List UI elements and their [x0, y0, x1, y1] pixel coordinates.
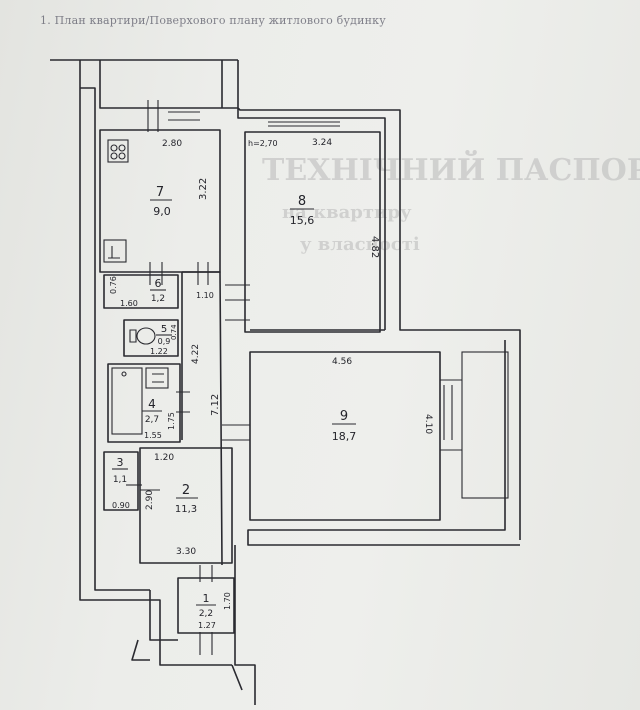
room-1 — [177, 565, 235, 655]
room-9-number: 9 — [340, 409, 348, 424]
room-4-number: 4 — [148, 397, 156, 411]
room-9-area: 18,7 — [332, 430, 357, 443]
room-7-number: 7 — [156, 185, 164, 200]
room-1-labels: 1 2,2 1.70 1.27 — [196, 592, 232, 630]
room-7-width: 2.80 — [162, 139, 182, 149]
bleed-through-text: ТЕХНІЧНИЙ ПАСПОРТ на квартиру у власност… — [262, 150, 640, 255]
room-2-labels: 2 11,3 1.20 2.90 3.30 4.22 7.12 — [145, 344, 221, 557]
room-8-number: 8 — [298, 194, 306, 209]
room-8-length: 4.82 — [369, 236, 380, 258]
room-8 — [225, 117, 381, 333]
corridor-length: 4.22 — [191, 344, 201, 364]
room-8-width: 3.24 — [312, 138, 332, 148]
room-2-width-bottom: 3.30 — [176, 547, 196, 557]
room-5-area: 0,9 — [158, 337, 171, 346]
room-2 — [139, 447, 233, 564]
room-5-number: 5 — [161, 324, 167, 335]
room-4-length: 1.55 — [144, 431, 162, 440]
room-7-area: 9,0 — [153, 205, 171, 218]
room-6-labels: 6 1,2 0.76 1.60 1.10 — [109, 276, 214, 308]
room-7 — [99, 100, 221, 273]
room-4-width: 1.75 — [167, 412, 176, 430]
room-6-width: 0.76 — [109, 276, 118, 294]
room-9 — [222, 351, 509, 521]
room-6 — [103, 262, 209, 309]
room-4 — [107, 363, 190, 443]
room-2-area: 11,3 — [175, 504, 197, 515]
room-9-labels: 9 18,7 4.56 4.10 — [332, 357, 433, 443]
room-1-width: 1.27 — [198, 621, 216, 630]
room-5-labels: 5 0,9 0.74 1.22 — [150, 324, 178, 356]
room-9-length: 4.10 — [423, 414, 433, 434]
room-7-labels: 7 9,0 2.80 3.22 — [150, 139, 209, 218]
corridor-width: 1.10 — [196, 291, 214, 300]
room-3-area: 1,1 — [113, 475, 127, 485]
room-6-length: 1.60 — [120, 299, 138, 308]
room-5 — [123, 319, 179, 357]
room-5-width: 0.74 — [170, 324, 178, 340]
room-1-area: 2,2 — [199, 609, 213, 619]
room-1-number: 1 — [203, 592, 210, 605]
room-6-number: 6 — [155, 277, 162, 290]
room-9-width: 4.56 — [332, 357, 352, 367]
room-8-height: h=2,70 — [248, 139, 278, 148]
room-2-width-top: 1.20 — [154, 453, 174, 463]
room-3-labels: 3 1,1 0.90 — [112, 456, 130, 510]
room-2-length: 2.90 — [145, 490, 155, 510]
room-6-area: 1,2 — [151, 294, 165, 304]
room-8-area: 15,6 — [290, 214, 315, 227]
header-caption: 1. План квартири/Поверхового плану житло… — [40, 14, 386, 27]
room-7-length: 3.22 — [198, 178, 209, 200]
room-1-length: 1.70 — [223, 592, 232, 610]
bleed-line-1: ТЕХНІЧНИЙ ПАСПОРТ — [262, 150, 640, 188]
bleed-line-3: у власності — [300, 234, 420, 255]
room-5-length: 1.22 — [150, 347, 168, 356]
room-3-number: 3 — [117, 456, 124, 469]
room-4-area: 2,7 — [145, 415, 159, 425]
corridor — [181, 271, 223, 566]
room-2-number: 2 — [182, 483, 190, 498]
room-4-labels: 4 2,7 1.75 1.55 — [142, 397, 176, 440]
corridor-total-length: 7.12 — [210, 394, 221, 416]
room-3-width: 0.90 — [112, 501, 130, 510]
room-8-labels: 8 15,6 3.24 4.82 h=2,70 — [248, 138, 380, 258]
